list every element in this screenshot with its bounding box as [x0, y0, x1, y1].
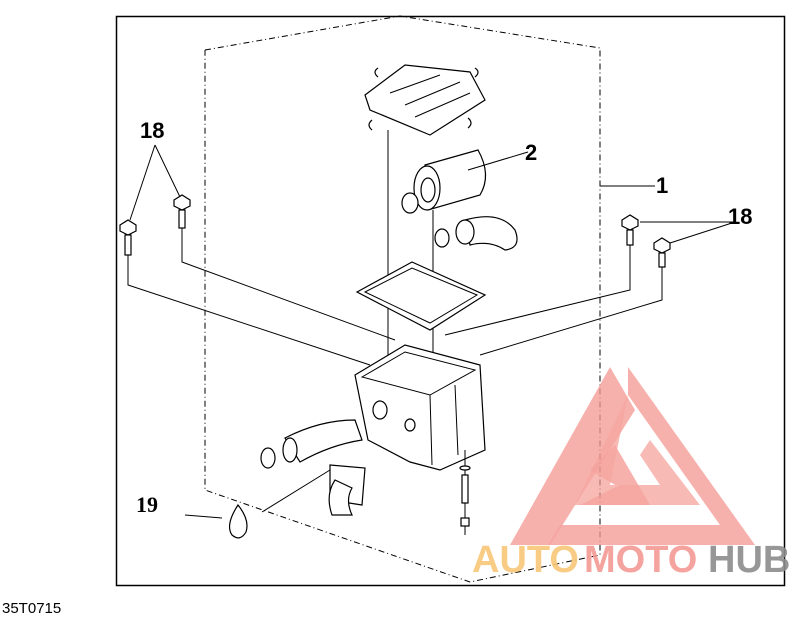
watermark-logo	[510, 367, 755, 545]
watermark-auto: AUTO	[472, 539, 579, 581]
diagram-frame	[115, 15, 786, 587]
callout-1: 1	[656, 173, 668, 198]
watermark-moto: MOTO	[584, 539, 697, 581]
drain-assembly	[459, 450, 471, 535]
automotohub-watermark: AUTO MOTO HUB	[472, 367, 790, 581]
assembly-outline	[204, 15, 601, 583]
breather-elbow	[328, 464, 366, 516]
callout-leaders	[129, 144, 736, 519]
intake-duct	[434, 216, 518, 251]
air-filter-element	[401, 149, 487, 214]
sealant-drop-icon	[228, 503, 248, 539]
callout-18-left: 18	[140, 118, 164, 143]
reference-code: 35T0715	[2, 600, 62, 617]
air-box-body	[354, 344, 486, 471]
bolt-leader-lines	[127, 130, 663, 380]
outlet-hose	[260, 419, 363, 469]
gasket	[355, 261, 487, 331]
callout-18-right: 18	[728, 204, 752, 229]
callout-19: 19	[136, 492, 158, 517]
bolt-18	[119, 194, 671, 268]
watermark-hub: HUB	[708, 539, 790, 581]
air-box-cover	[364, 64, 486, 136]
callout-2: 2	[525, 140, 537, 165]
